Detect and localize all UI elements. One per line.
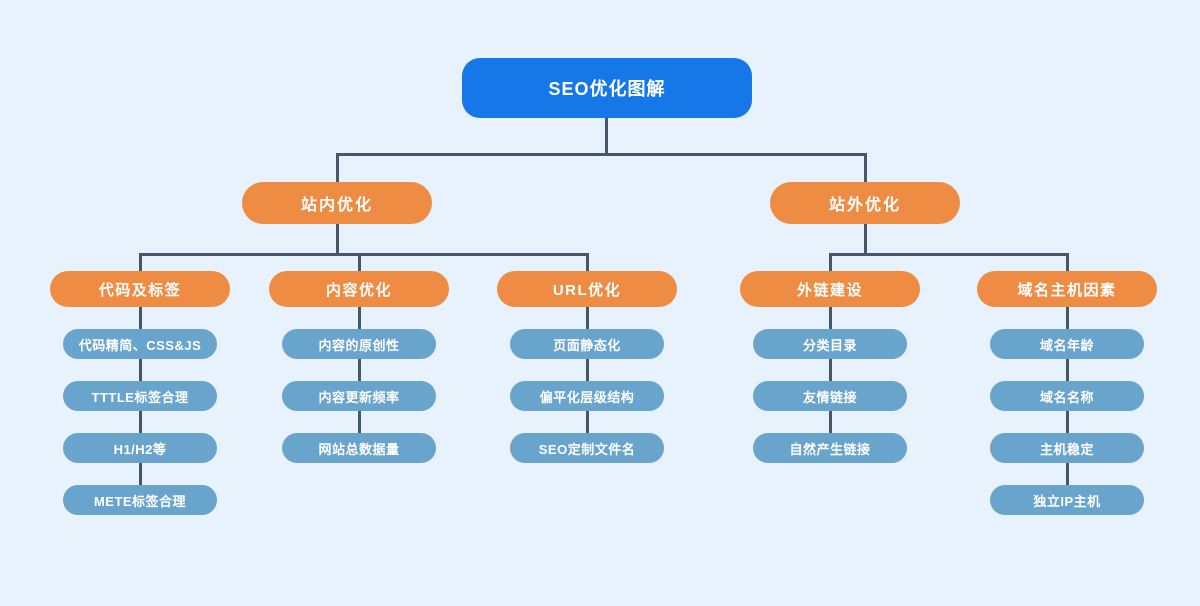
connector-line	[586, 305, 589, 448]
group-header-url: URL优化	[497, 271, 677, 307]
connector-line	[336, 153, 339, 183]
branch-node-onsite: 站内优化	[242, 182, 432, 224]
group-header-code-tags: 代码及标签	[50, 271, 230, 307]
leaf-node: SEO定制文件名	[510, 433, 664, 463]
connector-line	[864, 224, 867, 256]
leaf-node: 主机稳定	[990, 433, 1144, 463]
leaf-node: 域名名称	[990, 381, 1144, 411]
connector-line	[829, 305, 832, 448]
leaf-node: 独立IP主机	[990, 485, 1144, 515]
connector-line	[829, 253, 832, 273]
connector-line	[358, 305, 361, 448]
leaf-node: 自然产生链接	[753, 433, 907, 463]
connector-line	[336, 153, 867, 156]
connector-line	[358, 253, 361, 273]
connector-line	[139, 253, 589, 256]
leaf-node: 内容的原创性	[282, 329, 436, 359]
connector-line	[864, 153, 867, 183]
leaf-node: 内容更新频率	[282, 381, 436, 411]
leaf-node: 偏平化层级结构	[510, 381, 664, 411]
leaf-node: H1/H2等	[63, 433, 217, 463]
connector-line	[139, 253, 142, 273]
connector-line	[605, 118, 608, 156]
leaf-node: 网站总数据量	[282, 433, 436, 463]
group-header-backlinks: 外链建设	[740, 271, 920, 307]
leaf-node: 页面静态化	[510, 329, 664, 359]
leaf-node: 代码精简、CSS&JS	[63, 329, 217, 359]
group-header-domain-host: 域名主机因素	[977, 271, 1157, 307]
leaf-node: 分类目录	[753, 329, 907, 359]
connector-line	[586, 253, 589, 273]
leaf-node: TTTLE标签合理	[63, 381, 217, 411]
root-node-seo: SEO优化图解	[462, 58, 752, 118]
leaf-node: 友情链接	[753, 381, 907, 411]
connector-line	[336, 224, 339, 256]
connector-line	[829, 253, 1069, 256]
group-header-content: 内容优化	[269, 271, 449, 307]
branch-node-offsite: 站外优化	[770, 182, 960, 224]
leaf-node: 域名年龄	[990, 329, 1144, 359]
connector-line	[1066, 253, 1069, 273]
leaf-node: METE标签合理	[63, 485, 217, 515]
